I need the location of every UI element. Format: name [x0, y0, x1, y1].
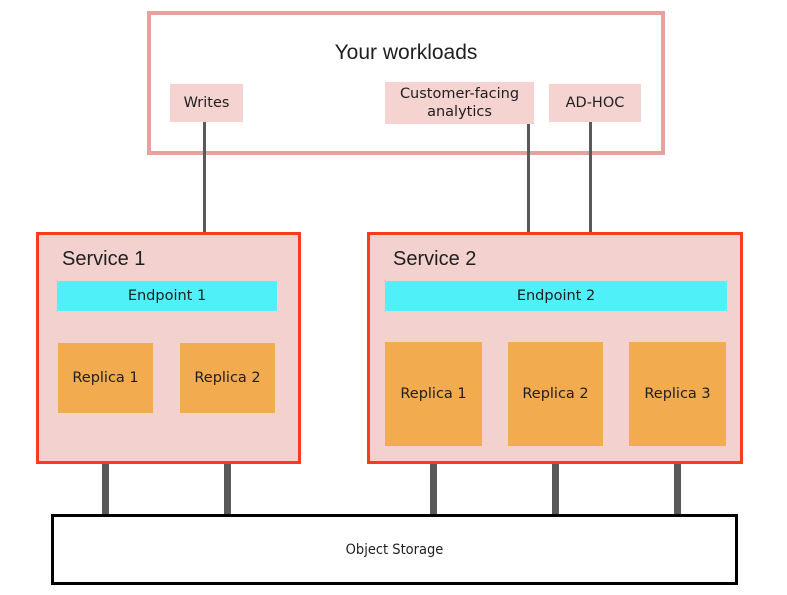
arrow-line-writes-to-endpoint1: [203, 122, 206, 258]
service-1-title: Service 1: [62, 248, 146, 270]
service-1-replica-1[interactable]: Replica 1: [58, 343, 153, 413]
arrow-line-adhoc-to-endpoint2: [589, 122, 592, 258]
service-2-replica-3[interactable]: Replica 3: [629, 342, 726, 446]
object-storage-label: Object Storage: [345, 541, 444, 558]
workload-chip-writes[interactable]: Writes: [170, 84, 243, 122]
service-1-replica-2[interactable]: Replica 2: [180, 343, 275, 413]
pipe-s2-replica1-storage: [430, 444, 437, 516]
pipe-s2-replica2-storage: [552, 444, 559, 516]
endpoint-2[interactable]: Endpoint 2: [385, 281, 727, 311]
pipe-s2-replica3-storage: [674, 444, 681, 516]
workload-chip-customer-facing-analytics[interactable]: Customer-facing analytics: [385, 82, 534, 124]
arrow-line-analytics-to-endpoint2: [527, 124, 530, 258]
service-2-replica-2[interactable]: Replica 2: [508, 342, 603, 446]
workload-chip-ad-hoc[interactable]: AD-HOC: [549, 84, 641, 122]
service-2-title: Service 2: [393, 248, 477, 270]
object-storage-box[interactable]: Object Storage: [51, 514, 738, 585]
workloads-title: Your workloads: [334, 41, 478, 64]
endpoint-1[interactable]: Endpoint 1: [57, 281, 277, 311]
service-2-replica-1[interactable]: Replica 1: [385, 342, 482, 446]
